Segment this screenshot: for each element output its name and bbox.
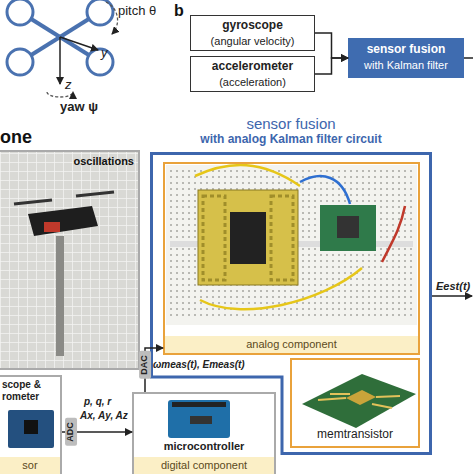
chip-adapter: [198, 190, 298, 285]
converter-label: ADC: [65, 418, 77, 446]
opamp-board: [320, 205, 376, 251]
axis-arrow: [60, 37, 98, 50]
jumper-wire: [195, 165, 300, 186]
memtransistor-panel: memtransistor: [290, 358, 420, 448]
annotation-label: z: [65, 78, 72, 92]
drone-stand: [56, 236, 64, 356]
box-heading: gyroscope: [191, 19, 314, 33]
annotation-label: yaw ψ: [60, 100, 98, 114]
rotor: [7, 0, 33, 25]
jumper-wire: [300, 176, 350, 204]
frame-border: [152, 154, 431, 454]
rotor: [87, 0, 113, 25]
jumper-wire: [200, 268, 362, 309]
digital-panel: microcontroller digital component: [132, 392, 276, 474]
box-heading: sensor fusion: [348, 43, 464, 57]
sensor-board: [8, 410, 54, 448]
drone-photo: [0, 152, 138, 368]
breadboard: [166, 165, 417, 325]
breadboard-holes: [170, 170, 413, 320]
annotation-label: pitch θ: [118, 4, 156, 18]
pin-header: [172, 402, 226, 407]
panel-heading: one: [0, 127, 32, 148]
box-note: (angular velocity): [191, 35, 314, 48]
chip: [230, 212, 266, 264]
part-name: microcontroller: [134, 440, 274, 453]
panel-caption: digital component: [134, 457, 274, 474]
sensor-box: accelerometer (acceleration): [190, 56, 315, 92]
panel-caption: sor: [0, 457, 60, 474]
connector-arrow: [315, 33, 348, 58]
sensor-box: gyroscope (angular velocity): [190, 15, 315, 51]
rotor: [7, 49, 33, 75]
annotation-label: Eest(t): [436, 280, 470, 292]
propeller: [76, 192, 114, 196]
pitch-arc: [106, 2, 118, 34]
annotation-label: Ax, Ay, Az: [80, 410, 128, 421]
frame-heading: sensor fusion: [150, 115, 432, 132]
sensor-panel: scope & rometer sor: [0, 375, 62, 474]
annotation-label: b: [174, 2, 184, 20]
annotation-label: ωmeas(t), Emeas(t): [153, 359, 245, 370]
memtransistor-chip: [346, 390, 376, 405]
yaw-arc: [47, 92, 73, 97]
rotor: [87, 49, 113, 75]
memtransistor-pcb: [302, 374, 416, 428]
fusion-frame: sensor fusionwith analog Kalman filter c…: [150, 152, 432, 455]
quadrotor-icon: [7, 0, 118, 97]
part-name: scope & rometer: [2, 379, 60, 402]
axis-arrow: [59, 37, 61, 84]
box-note: (acceleration): [191, 76, 314, 89]
analog-panel: analog component: [163, 162, 420, 355]
adapter-pads: [203, 196, 225, 280]
box-note: with Kalman filter: [348, 59, 464, 72]
connector-arrow: [62, 431, 132, 433]
drone-panel: oneoscillations: [0, 150, 140, 370]
panel-caption: analog component: [165, 336, 418, 353]
connector-arrow: [145, 348, 163, 392]
drone-cage: [0, 152, 138, 368]
adapter-pads: [271, 196, 293, 280]
fusion-box: sensor fusion with Kalman filter: [348, 38, 464, 78]
panel-caption: oscillations: [73, 155, 134, 168]
box-heading: accelerometer: [191, 60, 314, 74]
mcu-chip: [190, 416, 212, 424]
arduino-board: [168, 400, 230, 438]
converter-label: DAC: [139, 351, 151, 379]
drone-board: [44, 222, 60, 232]
sensor-chip: [24, 420, 38, 434]
annotation-label: y: [101, 46, 108, 60]
connector-arrow: [315, 58, 348, 74]
opamp-chip: [337, 216, 359, 238]
frame-subheading: with analog Kalman filter circuit: [150, 133, 432, 147]
output-line: [464, 57, 473, 59]
output-arrow: [432, 295, 472, 297]
panel-caption: memtransistor: [292, 428, 418, 442]
gold-traces: [318, 394, 400, 408]
jumper-wire: [382, 206, 405, 262]
propeller: [14, 200, 52, 204]
drone-body: [28, 206, 98, 236]
annotation-label: p, q, r: [84, 396, 111, 407]
